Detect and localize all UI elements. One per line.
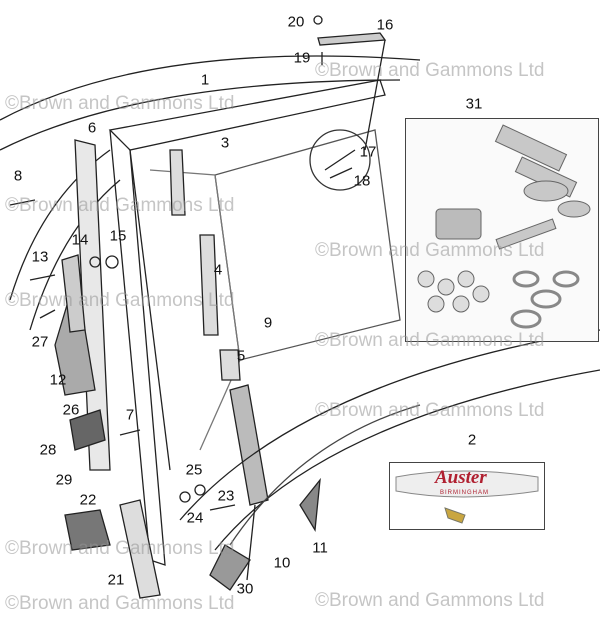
callout-number-5: 5 <box>236 347 246 365</box>
callout-number-22: 22 <box>79 491 97 509</box>
callout-number-4: 4 <box>213 261 223 279</box>
callout-number-24: 24 <box>186 509 204 527</box>
watermark-text: ©Brown and Gammons Ltd <box>315 240 545 261</box>
callout-number-7: 7 <box>125 406 135 424</box>
callout-number-9: 9 <box>263 314 273 332</box>
watermark-text: ©Brown and Gammons Ltd <box>315 400 545 421</box>
callout-number-23: 23 <box>217 487 235 505</box>
callout-number-10: 10 <box>273 554 291 572</box>
callout-number-14: 14 <box>71 231 89 249</box>
callout-number-13: 13 <box>31 248 49 266</box>
watermark-text: ©Brown and Gammons Ltd <box>5 195 235 216</box>
badge-plate <box>395 470 539 524</box>
callout-number-17: 17 <box>359 143 377 161</box>
callout-number-31: 31 <box>465 95 483 113</box>
badge-box: Auster BIRMINGHAM <box>389 462 545 530</box>
callout-number-11: 11 <box>312 539 328 557</box>
callout-number-6: 6 <box>87 119 97 137</box>
watermark-text: ©Brown and Gammons Ltd <box>5 593 235 614</box>
fixings-kit-image <box>417 124 591 329</box>
watermark-text: ©Brown and Gammons Ltd <box>5 538 235 559</box>
watermark-text: ©Brown and Gammons Ltd <box>5 290 235 311</box>
badge-title: Auster <box>435 467 487 488</box>
callout-number-2: 2 <box>467 431 477 449</box>
callout-number-3: 3 <box>220 134 230 152</box>
callout-number-21: 21 <box>107 571 125 589</box>
callout-number-8: 8 <box>13 167 23 185</box>
callout-number-25: 25 <box>185 461 203 479</box>
fixings-kit-box <box>405 118 599 342</box>
callout-number-28: 28 <box>39 441 57 459</box>
watermark-text: ©Brown and Gammons Ltd <box>315 60 545 81</box>
callout-number-30: 30 <box>236 580 254 598</box>
callout-number-29: 29 <box>55 471 73 489</box>
callout-number-19: 19 <box>293 49 311 67</box>
watermark-text: ©Brown and Gammons Ltd <box>315 330 545 351</box>
callout-number-18: 18 <box>353 172 371 190</box>
callout-number-1: 1 <box>200 71 210 89</box>
watermark-text: ©Brown and Gammons Ltd <box>315 590 545 611</box>
badge-subtitle: BIRMINGHAM <box>440 490 489 496</box>
watermark-text: ©Brown and Gammons Ltd <box>5 93 235 114</box>
callout-number-26: 26 <box>62 401 80 419</box>
callout-number-20: 20 <box>287 13 305 31</box>
callout-number-16: 16 <box>376 16 394 34</box>
callout-number-12: 12 <box>49 371 67 389</box>
callout-number-27: 27 <box>31 333 49 351</box>
callout-number-15: 15 <box>109 227 127 245</box>
